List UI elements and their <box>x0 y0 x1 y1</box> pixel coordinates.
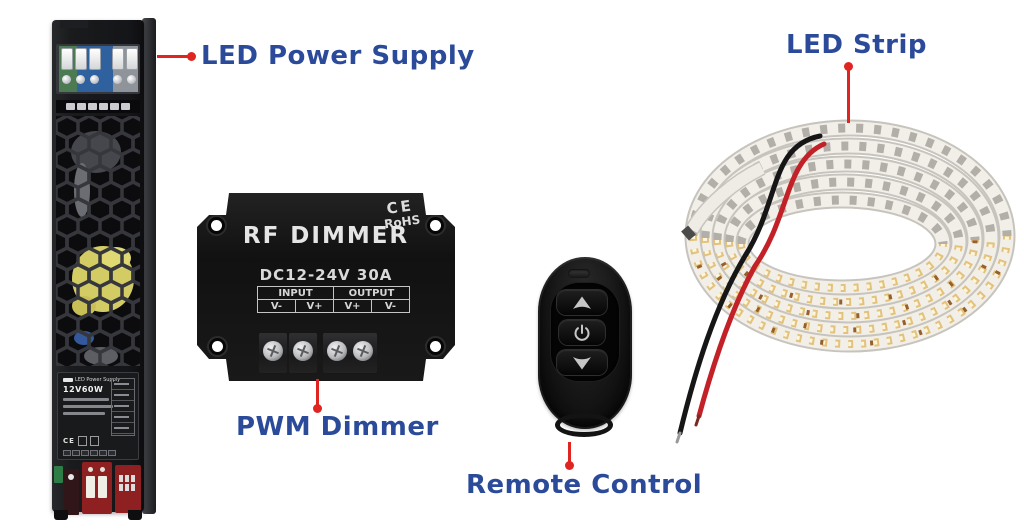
case-foot <box>54 510 68 520</box>
screw-terminal <box>289 333 317 373</box>
cert-icon <box>77 436 87 446</box>
wiring-label <box>110 103 119 110</box>
mounting-hole-icon <box>430 220 441 231</box>
up-arrow-icon <box>573 296 591 309</box>
case-foot <box>128 510 142 520</box>
strip-loop <box>720 173 968 311</box>
io-table-cell: V+ <box>333 299 372 313</box>
spec-line <box>63 412 105 415</box>
output-terminal-red <box>115 465 141 513</box>
terminal-lever <box>112 48 124 70</box>
input-terminal-block <box>56 44 140 94</box>
mounting-hole-icon <box>211 220 222 231</box>
io-table: INPUT OUTPUT V- V+ V+ V- <box>257 286 410 313</box>
led-strip-coil <box>675 119 1016 444</box>
arrow-pwm-dimmer <box>316 379 319 406</box>
screw-icon <box>293 341 313 361</box>
label-led-strip: LED Strip <box>786 30 927 60</box>
arrow-remote-control <box>568 442 571 463</box>
mounting-hole-icon <box>430 341 441 352</box>
io-table-cell: V- <box>371 299 410 313</box>
arrow-dot <box>313 404 322 413</box>
label-power-supply: LED Power Supply <box>201 41 475 71</box>
wiring-label <box>99 103 108 110</box>
screw-icon <box>327 341 347 361</box>
terminal-lever <box>126 48 138 70</box>
terminal-screw-icon <box>90 75 99 84</box>
honeycomb-vent-grille <box>56 116 140 366</box>
power-button <box>559 320 605 345</box>
arrow-dot <box>565 461 574 470</box>
red-wire <box>696 141 827 419</box>
terminal-lever <box>61 48 73 70</box>
mounting-tab <box>60 20 88 28</box>
wiring-label <box>77 103 86 110</box>
brand-logo <box>63 378 73 382</box>
strip-loop <box>696 137 1000 339</box>
dimmer-rating: DC12-24V 30A <box>259 266 393 284</box>
terminal-lever <box>75 48 87 70</box>
black-wire <box>677 133 823 436</box>
spec-line <box>63 405 113 408</box>
power-rating: 12V60W <box>63 385 104 394</box>
io-table-cell: V+ <box>295 299 334 313</box>
terminal-lever <box>89 48 101 70</box>
output-connector-dark <box>64 469 79 515</box>
arrow-dot <box>844 62 853 71</box>
screw-icon <box>353 341 373 361</box>
down-arrow-icon <box>573 356 591 369</box>
led-power-supply-device: LED Power Supply 12V60W CE <box>52 16 158 520</box>
wiring-label-strip <box>56 100 140 113</box>
strip-tail <box>681 161 766 241</box>
arrow-led-strip <box>847 70 850 123</box>
dimmer-title: RF DIMMER <box>242 223 410 249</box>
screw-icon <box>263 341 283 361</box>
strip-loop <box>732 191 952 297</box>
mounting-hole-icon <box>212 341 223 352</box>
spec-table <box>111 378 135 436</box>
label-footer-boxes <box>63 450 116 456</box>
power-supply-case: LED Power Supply 12V60W CE <box>52 20 144 520</box>
wiring-label <box>121 103 130 110</box>
arrow-dot <box>187 52 196 61</box>
cert-icon <box>89 436 99 446</box>
strip-loop <box>708 155 984 325</box>
io-table-header: INPUT <box>257 286 334 300</box>
dip-switch <box>86 476 95 498</box>
spec-label: LED Power Supply 12V60W CE <box>57 372 139 460</box>
output-connector-green <box>54 466 63 483</box>
wiring-label <box>66 103 75 110</box>
arrow-power-supply <box>157 55 190 58</box>
spec-line <box>63 398 109 401</box>
power-icon <box>574 324 590 341</box>
keyring-hole-icon <box>555 413 613 437</box>
terminal-screw-icon <box>62 75 71 84</box>
terminal-screw-icon <box>76 75 85 84</box>
remote-control-device <box>538 257 632 443</box>
ce-mark-icon: CE <box>63 437 75 445</box>
brightness-up-button <box>557 290 607 315</box>
brightness-down-button <box>557 350 607 375</box>
brand-text: LED Power Supply <box>75 377 121 383</box>
output-terminal-red <box>82 462 112 514</box>
label-remote-control: Remote Control <box>466 470 703 500</box>
screw-terminal <box>259 333 287 373</box>
io-table-header: OUTPUT <box>333 286 410 300</box>
remote-indicator-led <box>568 269 590 278</box>
screw-terminal <box>323 333 351 373</box>
wiring-label <box>88 103 97 110</box>
screw-terminal <box>349 333 377 373</box>
rf-dimmer-device: CE RoHS RF DIMMER DC12-24V 30A INPUT OUT… <box>197 193 455 381</box>
dip-switch <box>98 476 107 498</box>
terminal-screw-icon <box>127 75 136 84</box>
terminal-screw-icon <box>113 75 122 84</box>
label-pwm-dimmer: PWM Dimmer <box>236 412 439 442</box>
io-table-cell: V- <box>257 299 296 313</box>
mounting-rail <box>142 18 156 514</box>
